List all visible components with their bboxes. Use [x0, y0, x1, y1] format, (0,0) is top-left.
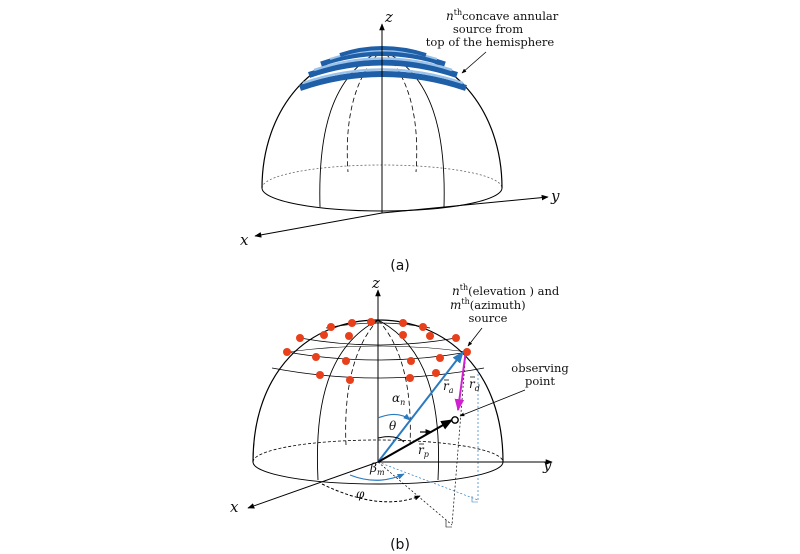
x-label-a: x — [240, 231, 249, 249]
projection-line-4 — [377, 461, 453, 526]
source-dot — [432, 369, 440, 377]
source-dot — [283, 348, 291, 356]
source-dot — [426, 332, 434, 340]
svg-text:point: point — [525, 374, 555, 388]
alpha-label: αn — [392, 391, 405, 407]
vector-bars — [419, 376, 475, 445]
annular-source-annotation: nthconcave annular source from top of th… — [426, 8, 559, 74]
source-dot — [316, 371, 324, 379]
source-dot — [346, 376, 354, 384]
panel-a: z y x nthconcave annular source from top… — [240, 8, 560, 274]
meridian-front-left-b — [317, 319, 379, 481]
annular-rings — [299, 46, 467, 91]
source-annotation: nth(elevation ) and mth(azimuth) source — [450, 283, 560, 347]
rp-label: rp — [418, 443, 429, 459]
svg-text:nth(elevation ) and: nth(elevation ) and — [452, 283, 560, 298]
source-dot — [463, 348, 471, 356]
theta-label: θ — [389, 419, 397, 433]
beta-label: βm — [369, 461, 385, 477]
svg-text:nthconcave annular: nthconcave annular — [446, 8, 559, 23]
alpha-arc — [377, 413, 411, 421]
phi-arc — [321, 483, 421, 503]
theta-arc — [377, 436, 405, 443]
beta-arc — [349, 473, 405, 481]
vector-rp — [377, 419, 454, 463]
meridian-back-left — [346, 49, 383, 173]
source-dot — [399, 319, 407, 327]
y-label-a: y — [550, 187, 560, 205]
vector-rd — [454, 349, 467, 412]
source-dot — [312, 353, 320, 361]
svg-text:source from: source from — [453, 22, 523, 36]
vector-ra — [377, 351, 464, 463]
source-dot — [406, 374, 414, 382]
right-angle-2 — [471, 496, 478, 503]
x-axis-a — [254, 212, 383, 238]
source-dot — [367, 318, 375, 326]
source-dot — [345, 332, 353, 340]
source-dots — [283, 318, 471, 384]
source-dot — [327, 323, 335, 331]
x-axis-b — [247, 461, 379, 509]
z-label-a: z — [384, 8, 393, 26]
right-angle-1 — [445, 520, 452, 528]
source-dot — [436, 354, 444, 362]
y-axis-a — [381, 194, 549, 214]
source-dot — [452, 334, 460, 342]
svg-text:source: source — [469, 311, 508, 325]
panel-b: z y x αn θ βm φ ra rd rp nth(elevation )… — [230, 274, 569, 553]
observing-point — [451, 416, 459, 424]
svg-text:top of the hemisphere: top of the hemisphere — [426, 35, 555, 49]
y-label-b: y — [542, 456, 552, 474]
meridian-front-right-b — [377, 319, 439, 481]
svg-text:observing: observing — [511, 361, 569, 375]
caption-a: (a) — [390, 258, 410, 274]
meridian-back-right — [381, 49, 418, 173]
svg-text:mth(azimuth): mth(azimuth) — [450, 297, 526, 312]
ra-label: ra — [443, 379, 454, 395]
source-dot — [348, 319, 356, 327]
source-dot — [296, 334, 304, 342]
projection-line-3 — [377, 461, 479, 501]
caption-b: (b) — [390, 537, 410, 553]
equator-front-b — [252, 461, 504, 485]
source-dot — [399, 331, 407, 339]
source-dot — [407, 357, 415, 365]
source-dot — [320, 331, 328, 339]
source-dot — [342, 357, 350, 365]
z-label-b: z — [371, 274, 380, 292]
x-label-b: x — [230, 498, 239, 516]
rd-label: rd — [469, 377, 480, 393]
source-dot — [419, 323, 427, 331]
observing-annotation: observing point — [459, 361, 569, 417]
phi-label: φ — [356, 487, 365, 501]
projection-line-1 — [451, 349, 467, 526]
